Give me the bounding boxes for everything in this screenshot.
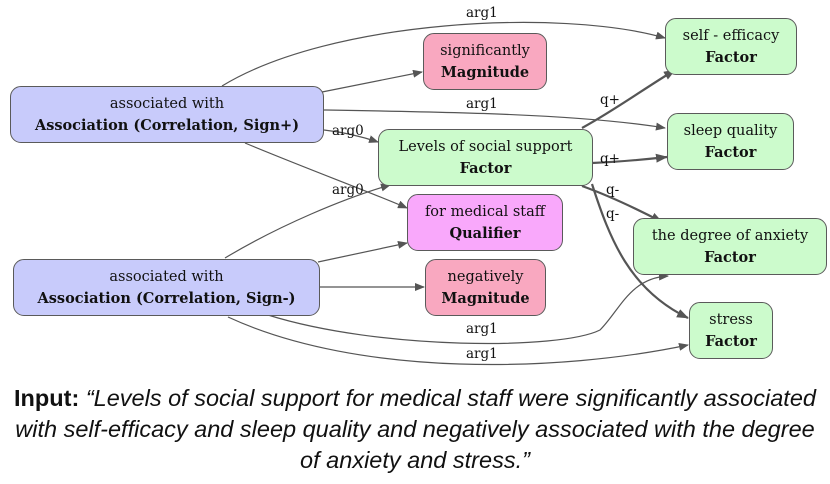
label-neg-stress: arg1 <box>466 346 498 362</box>
node-sleep-quality: sleep quality Factor <box>667 113 794 170</box>
edge-pos-sleep-quality <box>323 109 666 131</box>
edge-ss-sleep-quality <box>591 153 668 165</box>
edge-neg-social-support <box>224 183 391 259</box>
edge-pos-social-support <box>323 129 379 143</box>
node-text: sleep quality <box>683 122 778 139</box>
node-significantly: significantly Magnitude <box>423 33 547 90</box>
node-text: for medical staff <box>424 203 546 220</box>
node-text: associated with <box>109 95 225 112</box>
edge-neg-stress <box>227 316 689 366</box>
label-pos-self-efficacy: arg1 <box>466 5 498 21</box>
node-association-sign-plus: associated with Association (Correlation… <box>10 86 324 143</box>
edge-pos-self-efficacy <box>221 21 666 87</box>
node-text: the degree of anxiety <box>651 227 809 244</box>
label-pos-social-support: arg0 <box>332 123 364 139</box>
node-medical-staff: for medical staff Qualifier <box>407 194 563 251</box>
edge-ss-self-efficacy <box>581 69 676 129</box>
node-anxiety: the degree of anxiety Factor <box>633 218 827 275</box>
node-social-support: Levels of social support Factor <box>378 129 593 186</box>
edge-ss-anxiety <box>581 184 663 223</box>
node-text: significantly <box>440 42 530 59</box>
edge-pos-significantly <box>321 69 423 93</box>
node-text: associated with <box>109 268 224 285</box>
node-association-sign-minus: associated with Association (Correlation… <box>13 259 320 316</box>
relation-diagram: arg1 arg1 arg0 arg0 q+ q+ q- q- arg1 arg… <box>10 5 827 366</box>
node-type: Magnitude <box>440 63 530 81</box>
node-text: Levels of social support <box>398 138 573 155</box>
edge-neg-medical-staff <box>317 240 408 263</box>
node-type: Factor <box>459 159 512 177</box>
label-ss-stress: q- <box>606 206 619 222</box>
node-type: Association (Correlation, Sign-) <box>37 289 296 307</box>
label-pos-sleep-quality: arg1 <box>466 96 498 112</box>
edge-neg-anxiety <box>267 272 669 345</box>
node-type: Factor <box>704 248 756 266</box>
node-stress: stress Factor <box>689 302 773 359</box>
caption-lead: Input: <box>14 385 80 411</box>
node-type: Factor <box>704 143 757 161</box>
label-ss-sleep-quality: q+ <box>600 151 620 167</box>
node-negatively: negatively Magnitude <box>425 259 546 316</box>
node-type: Magnitude <box>441 289 530 307</box>
label-ss-anxiety: q- <box>606 182 619 198</box>
node-type: Qualifier <box>449 224 521 242</box>
node-text: self - efficacy <box>682 27 780 44</box>
label-ss-self-efficacy: q+ <box>600 92 620 108</box>
node-type: Factor <box>705 48 757 66</box>
node-self-efficacy: self - efficacy Factor <box>665 18 797 75</box>
edge-pos-medical-staff <box>244 142 408 209</box>
label-neg-social-support: arg0 <box>332 182 364 198</box>
node-type: Factor <box>705 332 757 350</box>
edge-ss-stress <box>590 183 689 319</box>
caption-quote: “Levels of social support for medical st… <box>15 385 816 473</box>
node-text: negatively <box>447 268 524 285</box>
input-caption: Input: “Levels of social support for med… <box>10 383 820 476</box>
label-neg-anxiety: arg1 <box>466 321 498 337</box>
node-text: stress <box>709 311 753 328</box>
edge-layer: arg1 arg1 arg0 arg0 q+ q+ q- q- arg1 arg… <box>221 5 689 366</box>
node-type: Association (Correlation, Sign+) <box>34 116 300 134</box>
